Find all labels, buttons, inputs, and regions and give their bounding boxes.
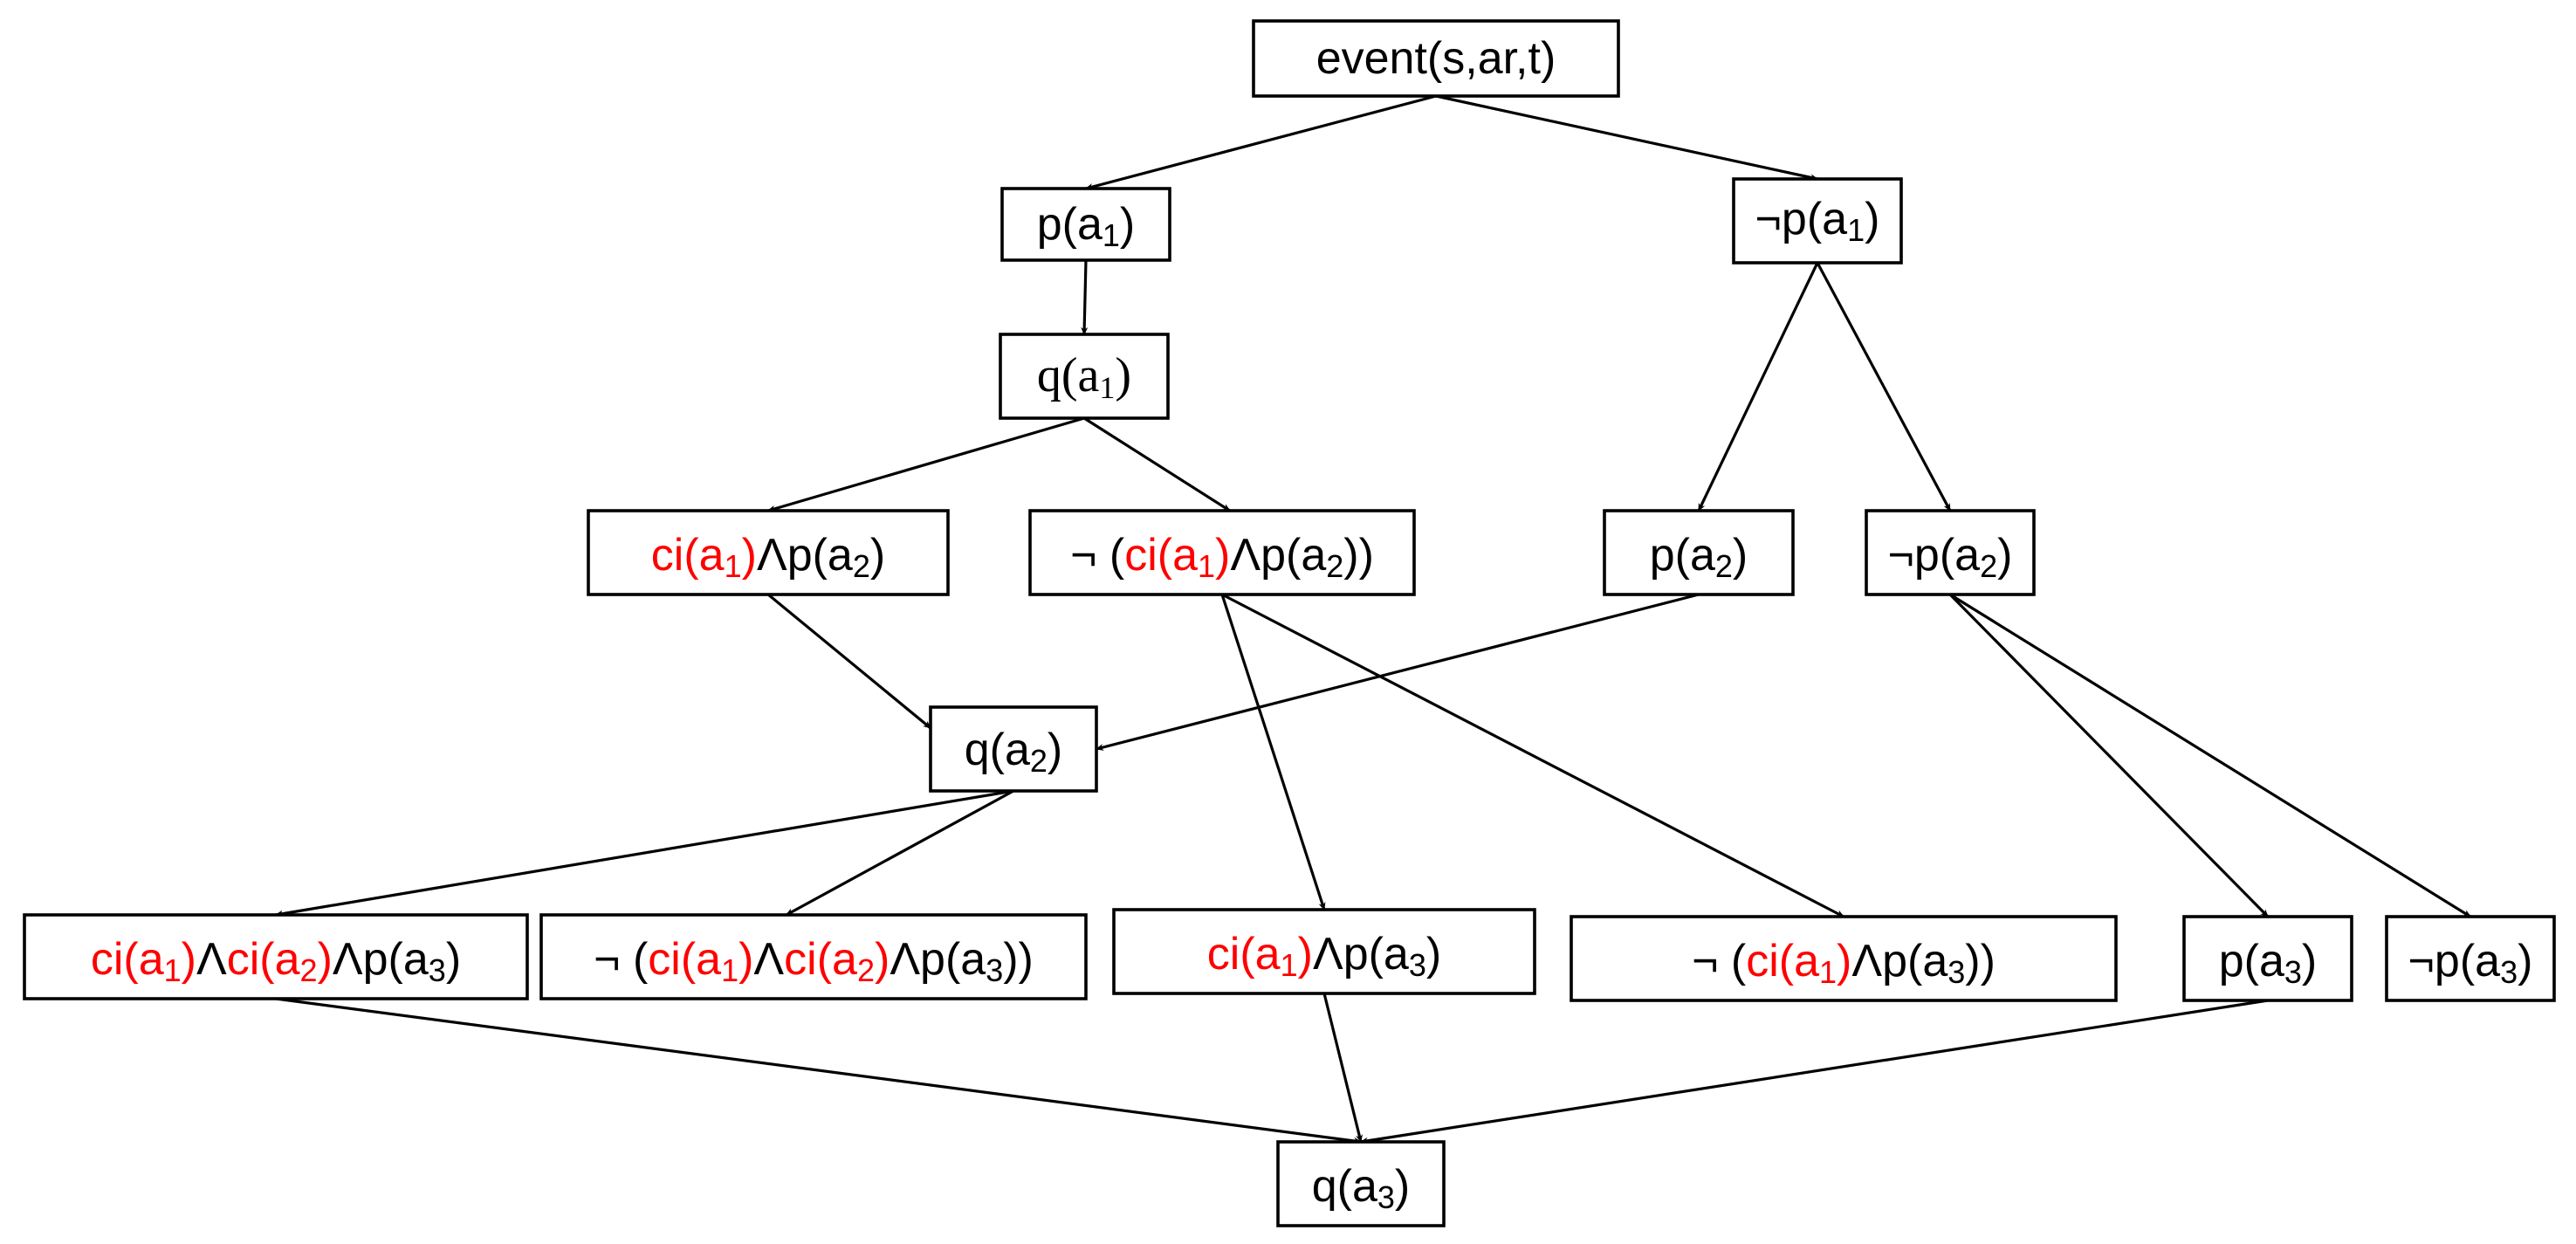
edge-ci-a1-and-p-a2-to-q-a2 [766, 593, 932, 730]
node-q-a3: q(a3) [1276, 1140, 1446, 1227]
edge-not-p-a1-to-p-a2 [1697, 262, 1819, 512]
node-p-a1: p(a1) [1000, 187, 1171, 262]
node-not-ci-a1-and-p-a2: ¬ (ci(a1)Λp(a2)) [1028, 509, 1416, 596]
node-event-box [1252, 19, 1620, 98]
node-p-a2-label: p(a2) [1650, 530, 1748, 584]
nodes: event(s,ar,t) p(a1) ¬p(a1) q(a1) ci(a1)Λ… [23, 19, 2556, 1227]
node-p-a3: p(a3) [2182, 915, 2353, 1002]
edge-q-a1-to-ci-a1-and-p-a2 [767, 416, 1085, 512]
node-ci-a1-p-a3: ci(a1)Λp(a3) [1112, 908, 1536, 995]
edge-q-a2-to-not-ci-a1-ci-a2-p-a3 [786, 789, 1014, 917]
node-ci-a1-ci-a2-p-a3: ci(a1)Λci(a2)Λp(a3) [23, 913, 529, 1000]
node-ci-a1-p-a3-label: ci(a1)Λp(a3) [1207, 929, 1441, 983]
node-not-ci-a1-and-p-a2-label: ¬ (ci(a1)Λp(a2)) [1070, 530, 1374, 584]
node-not-p-a1-label: ¬p(a1) [1755, 194, 1880, 248]
node-event: event(s,ar,t) [1252, 19, 1620, 98]
edge-ci-a1-p-a3-to-q-a3 [1322, 993, 1363, 1143]
node-q-a2-label: q(a2) [965, 725, 1063, 779]
edge-event-to-p-a1 [1085, 94, 1437, 190]
edge-p-a2-to-q-a2 [1096, 593, 1700, 751]
node-q-a1-box [999, 333, 1170, 420]
node-not-ci-a1-ci-a2-p-a3: ¬ (ci(a1)Λci(a2)Λp(a3)) [539, 913, 1088, 1000]
node-not-p-a3-label: ¬p(a3) [2408, 936, 2533, 990]
node-ci-a1-and-p-a2-label: ci(a1)Λp(a2) [651, 530, 885, 584]
edge-not-p-a2-to-not-p-a3 [1949, 593, 2471, 918]
node-ci-a1-ci-a2-p-a3-label: ci(a1)Λci(a2)Λp(a3) [91, 934, 461, 988]
node-ci-a1-p-a3-box [1112, 908, 1536, 995]
edge-q-a2-to-ci-a1-ci-a2-p-a3 [275, 789, 1014, 918]
edge-p-a3-to-q-a3 [1360, 999, 2269, 1144]
node-not-p-a1-box [1732, 177, 1903, 265]
edge-not-ci-a1-and-p-a2-to-ci-a1-p-a3 [1220, 594, 1326, 911]
edge-not-p-a1-to-not-p-a2 [1816, 262, 1952, 512]
node-p-a2: p(a2) [1603, 509, 1795, 596]
node-ci-a1-and-p-a2: ci(a1)Λp(a2) [587, 509, 950, 596]
node-not-p-a2: ¬p(a2) [1865, 509, 2036, 596]
node-p-a1-box [1000, 187, 1171, 262]
edges [275, 94, 2471, 1144]
node-p-a3-box [2182, 915, 2353, 1002]
node-q-a1: q(a1) [999, 333, 1170, 420]
edge-event-to-not-p-a1 [1435, 94, 1818, 182]
node-p-a2-box [1603, 509, 1795, 596]
node-not-ci-a1-p-a3-label: ¬ (ci(a1)Λp(a3)) [1692, 936, 1996, 990]
node-p-a1-label: p(a1) [1037, 199, 1136, 253]
edge-not-p-a2-to-p-a3 [1948, 593, 2270, 918]
node-ci-a1-ci-a2-p-a3-box [23, 913, 529, 1000]
node-not-p-a1: ¬p(a1) [1732, 177, 1903, 265]
node-q-a2: q(a2) [929, 705, 1098, 793]
node-not-ci-a1-p-a3: ¬ (ci(a1)Λp(a3)) [1570, 915, 2118, 1002]
node-event-label: event(s,ar,t) [1316, 33, 1556, 84]
edge-not-ci-a1-and-p-a2-to-not-ci-a1-p-a3 [1221, 593, 1844, 918]
node-not-ci-a1-ci-a2-p-a3-label: ¬ (ci(a1)Λci(a2)Λp(a3)) [594, 934, 1034, 988]
node-q-a2-box [929, 705, 1098, 793]
edge-p-a1-to-q-a1 [1081, 259, 1089, 335]
node-not-p-a2-label: ¬p(a2) [1888, 530, 2013, 584]
edge-ci-a1-ci-a2-p-a3-to-q-a3 [275, 997, 1362, 1144]
node-q-a1-label: q(a1) [1037, 348, 1131, 405]
node-q-a3-label: q(a3) [1312, 1161, 1411, 1215]
node-not-ci-a1-p-a3-box [1570, 915, 2118, 1002]
node-not-ci-a1-ci-a2-p-a3-box [539, 913, 1088, 1000]
node-p-a3-label: p(a3) [2219, 936, 2318, 990]
node-ci-a1-and-p-a2-box [587, 509, 950, 596]
node-not-p-a3: ¬p(a3) [2385, 915, 2556, 1002]
edge-q-a1-to-not-ci-a1-and-p-a2 [1083, 416, 1231, 512]
node-q-a3-box [1276, 1140, 1446, 1227]
node-not-p-a2-box [1865, 509, 2036, 596]
node-not-p-a3-box [2385, 915, 2556, 1002]
node-not-ci-a1-and-p-a2-box [1028, 509, 1416, 596]
